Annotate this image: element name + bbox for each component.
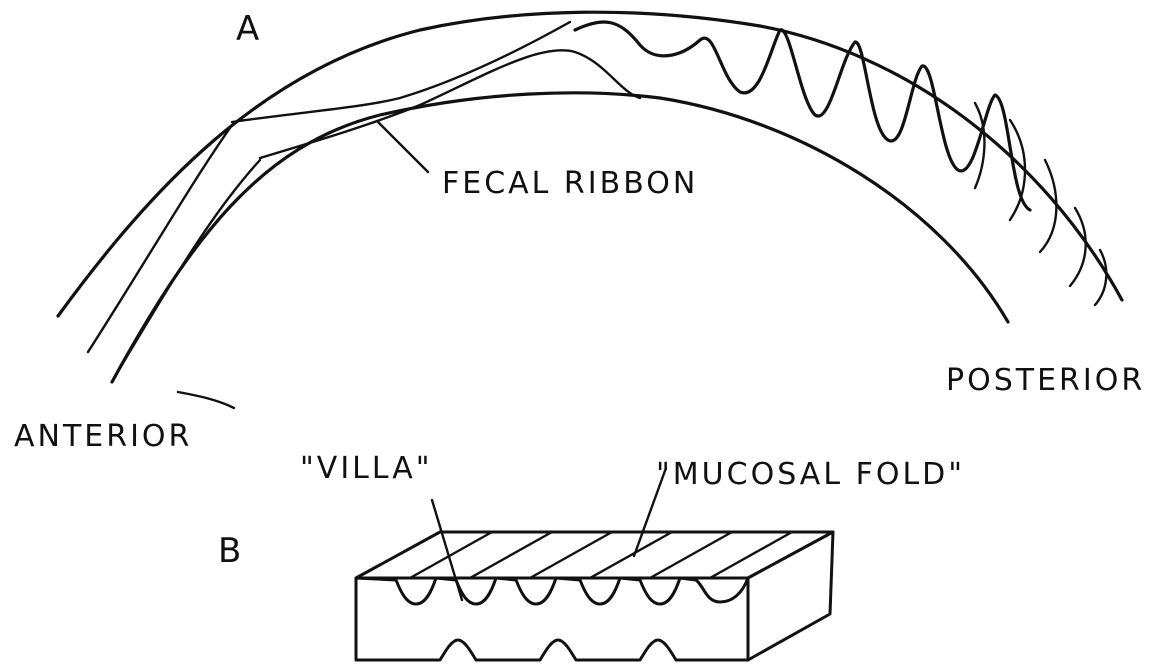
- fold-line-4: [1070, 208, 1086, 286]
- panel-b-label: B: [218, 531, 241, 571]
- outer-wall: [58, 12, 1122, 316]
- fecal-ribbon-upper: [232, 22, 570, 122]
- block-front-face: [356, 578, 748, 660]
- fecal-ribbon-leader: [378, 122, 428, 172]
- inner-wall: [112, 93, 1008, 382]
- anterior-label: ANTERIOR: [14, 419, 192, 454]
- anterior-tick: [178, 392, 234, 408]
- posterior-label: POSTERIOR: [946, 363, 1145, 398]
- mucosal-fold-label: "MUCOSAL FOLD": [656, 457, 965, 492]
- anterior-wall-line: [88, 125, 232, 352]
- fecal-ribbon-label: FECAL RIBBON: [442, 166, 698, 201]
- anterior-wall-line-2: [120, 160, 260, 368]
- panel-b-drawing: [356, 468, 833, 660]
- fecal-ribbon-lower: [260, 50, 640, 158]
- panel-a-label: A: [236, 9, 259, 49]
- panel-a-drawing: [58, 12, 1122, 408]
- villa-label: "VILLA": [300, 451, 433, 486]
- fold-line-3: [1040, 160, 1056, 252]
